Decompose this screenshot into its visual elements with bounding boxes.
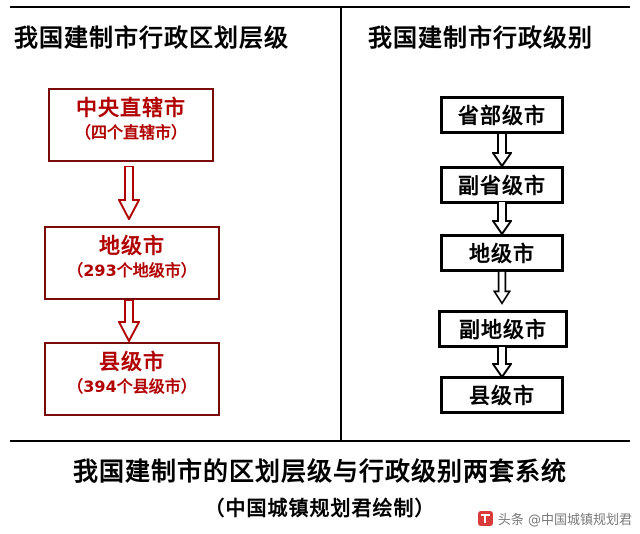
frame-top-border <box>10 6 630 8</box>
caption-sub: （中国城镇规划君绘制） <box>204 496 436 520</box>
right-box-prefecture-level: 地级市 <box>440 234 564 272</box>
down-arrow-hollow-icon <box>492 201 512 235</box>
caption-main: 我国建制市的区划层级与行政级别两套系统 <box>72 457 567 486</box>
left-box-note: （293个地级市） <box>67 261 197 281</box>
right-column-heading: 我国建制市行政级别 <box>368 24 593 52</box>
toutiao-logo-icon <box>477 511 493 526</box>
left-box-title: 地级市 <box>99 234 165 258</box>
right-box-provincial-ministerial: 省部级市 <box>440 96 564 134</box>
left-box-note: （四个直辖市） <box>74 123 187 143</box>
down-arrow-hollow-icon <box>492 345 512 379</box>
right-box-sub-provincial: 副省级市 <box>440 166 564 204</box>
left-box-note: （394个县级市） <box>67 377 197 397</box>
left-column-heading: 我国建制市行政区划层级 <box>14 24 289 52</box>
right-box-sub-prefecture-level: 副地级市 <box>438 310 568 348</box>
column-divider <box>340 6 342 442</box>
watermark-text: 头条 @中国城镇规划君 <box>497 513 632 528</box>
frame-middle-border <box>10 440 630 442</box>
left-box-title: 中央直辖市 <box>76 96 186 120</box>
down-arrow-hollow-icon <box>118 300 140 344</box>
down-arrow-hollow-icon <box>492 271 512 305</box>
down-arrow-hollow-icon <box>118 166 140 220</box>
watermark: 头条 @中国城镇规划君 <box>477 509 632 528</box>
left-box-prefecture-city: 地级市 （293个地级市） <box>44 226 220 300</box>
left-box-county-city: 县级市 （394个县级市） <box>44 342 220 416</box>
left-box-central-municipality: 中央直辖市 （四个直辖市） <box>48 88 214 162</box>
down-arrow-hollow-icon <box>492 133 512 167</box>
left-box-title: 县级市 <box>99 350 165 374</box>
right-box-county-level: 县级市 <box>440 376 564 414</box>
